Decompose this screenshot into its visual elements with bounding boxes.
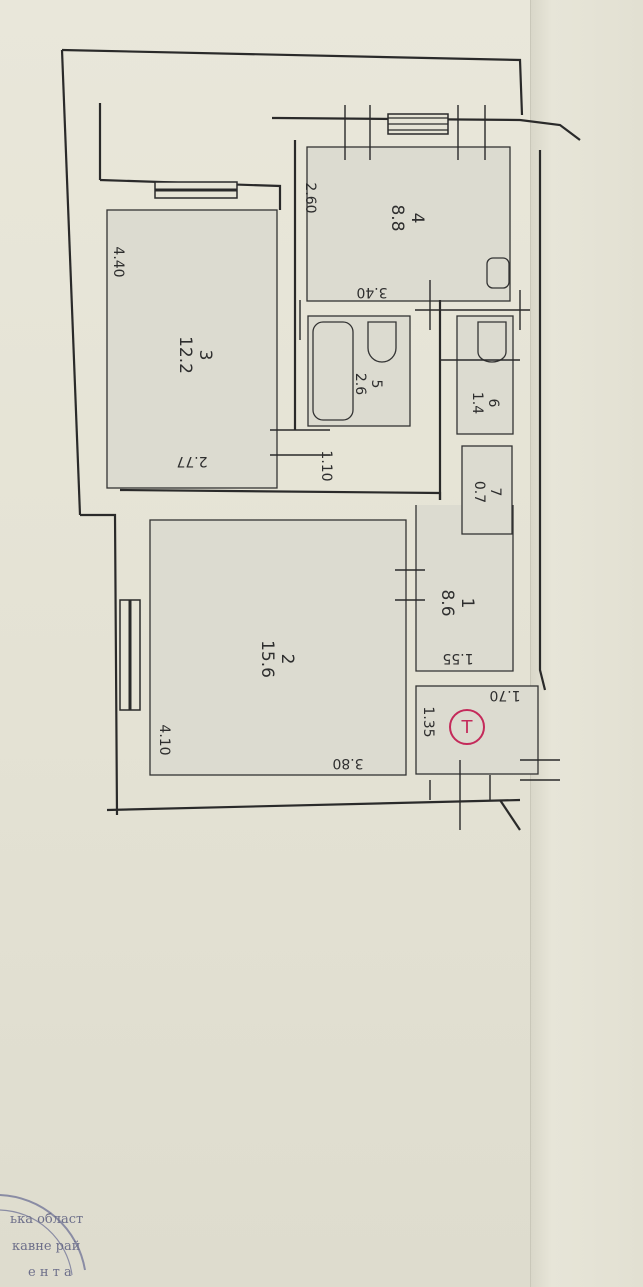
dim-balcony-depth: 1.35 bbox=[420, 706, 436, 737]
windows bbox=[119, 113, 449, 711]
room-4-number: 4 bbox=[407, 213, 427, 224]
dim-room2-height: 4.10 bbox=[156, 724, 172, 755]
room-7-number: 7 bbox=[487, 488, 503, 497]
outer-walls bbox=[60, 48, 581, 831]
bathtub bbox=[312, 321, 354, 421]
stamp-line-1: ька област bbox=[10, 1212, 83, 1227]
room-5-number: 5 bbox=[368, 380, 384, 389]
room-labels: 4 8.8 3 12.2 2 15.6 1 8.6 5 2.6 6 1.4 7 … bbox=[175, 204, 503, 677]
room-5-fill bbox=[308, 316, 410, 426]
room-1-number: 1 bbox=[457, 598, 477, 609]
dim-room1-width: 1.55 bbox=[442, 650, 473, 666]
kitchen-sink bbox=[486, 257, 510, 289]
inner-walls bbox=[99, 140, 539, 776]
dim-room4-height: 2.60 bbox=[302, 182, 318, 213]
paper-fold bbox=[530, 0, 643, 1287]
toilet bbox=[477, 321, 507, 363]
marker-circle: T bbox=[449, 709, 485, 745]
room-4-area: 8.8 bbox=[387, 204, 407, 231]
fixtures bbox=[312, 257, 510, 421]
room-2-number: 2 bbox=[277, 654, 297, 665]
dim-room2-width: 3.80 bbox=[332, 755, 363, 771]
room-6-number: 6 bbox=[485, 399, 501, 408]
balcony-fill bbox=[416, 686, 538, 774]
dim-room3-width: 2.77 bbox=[176, 453, 207, 469]
dim-balcony-width: 1.70 bbox=[489, 687, 520, 703]
stamp-line-2: кавне рай bbox=[12, 1239, 80, 1254]
room-7-area: 0.7 bbox=[471, 481, 487, 503]
room-3-number: 3 bbox=[195, 350, 215, 361]
tick-marks bbox=[270, 105, 560, 830]
room-5-area: 2.6 bbox=[352, 373, 368, 395]
room-2-fill bbox=[150, 520, 406, 775]
marker-letter: T bbox=[461, 717, 474, 738]
dim-room4-width: 3.40 bbox=[356, 284, 387, 300]
room-4-fill bbox=[307, 147, 510, 301]
stamp-line-3: е н т а bbox=[28, 1265, 72, 1280]
dim-passage-width: 1.10 bbox=[318, 450, 334, 481]
dimension-labels: 2.60 3.40 4.40 2.77 1.10 4.10 3.80 1.55 … bbox=[110, 182, 521, 771]
room-fills bbox=[107, 147, 538, 775]
room-7-fill bbox=[462, 446, 512, 534]
dim-room3-height: 4.40 bbox=[110, 246, 126, 277]
washbasin bbox=[367, 321, 397, 363]
room-6-area: 1.4 bbox=[469, 392, 485, 414]
stamp: ька област кавне рай е н т а bbox=[0, 1194, 86, 1280]
room-6-fill bbox=[457, 316, 513, 434]
room-3-area: 12.2 bbox=[175, 336, 195, 374]
room-3-fill bbox=[107, 210, 277, 488]
room-2-area: 15.6 bbox=[257, 640, 277, 678]
room-1-area: 8.6 bbox=[437, 589, 457, 616]
